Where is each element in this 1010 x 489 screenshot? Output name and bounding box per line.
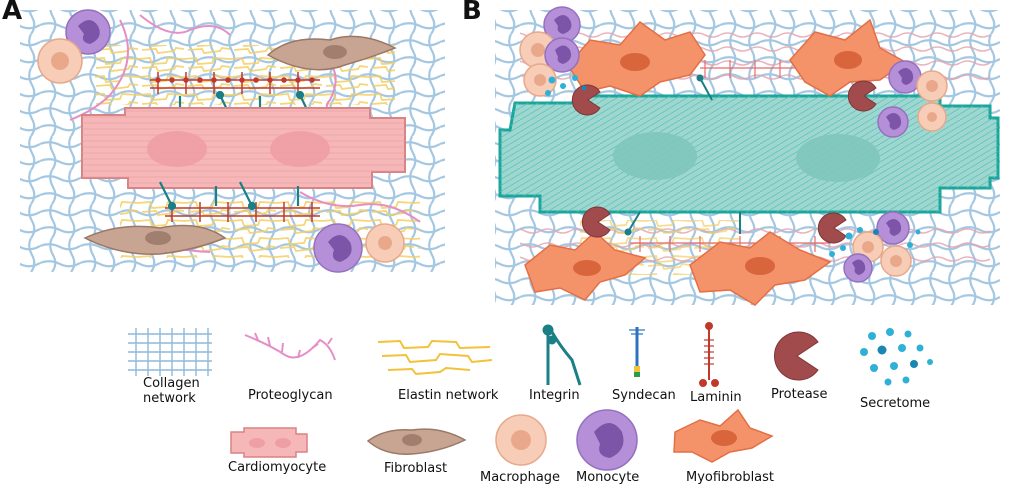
panel-b-macrophage-right-1 <box>916 70 948 102</box>
panel-b-protease-4 <box>817 212 847 244</box>
panel-a-laminin-row-top <box>150 72 320 94</box>
panel-b-secretome <box>545 75 921 257</box>
panel-b-protease-3 <box>581 206 611 238</box>
proteoglycan-icon <box>244 332 336 361</box>
secretome-icon <box>860 328 933 386</box>
legend-label-macrophage: Macrophage <box>480 470 561 485</box>
legend-label-myofibroblast: Myofibroblast <box>686 470 775 485</box>
panel-b-macrophage-left-2 <box>523 63 557 97</box>
panel-b-cardiomyocyte <box>498 94 1000 214</box>
protease-icon <box>774 331 819 381</box>
panel-b-integrins <box>624 74 741 236</box>
fibroblast-icon <box>366 428 467 455</box>
legend-icons <box>128 322 933 471</box>
monocyte-icon <box>576 409 638 471</box>
panel-b <box>495 6 1000 306</box>
legend-label-laminin: Laminin <box>690 390 742 405</box>
legend-label-elastin: Elastin network <box>398 388 499 403</box>
panel-b-protease-2 <box>847 80 877 112</box>
myofibroblast-icon <box>673 408 774 463</box>
legend-label-secretome: Secretome <box>860 396 931 411</box>
panel-b-myofibroblast-1 <box>567 20 706 97</box>
legend-label-fibroblast: Fibroblast <box>384 461 448 476</box>
panel-a-macrophage-bottom <box>365 223 405 263</box>
panel-b-macrophage-bottom-2 <box>880 245 912 277</box>
legend-label-syndecan: Syndecan <box>612 388 676 403</box>
panel-a <box>20 9 445 273</box>
panel-b-myofibroblast-3 <box>524 230 647 301</box>
integrin-icon <box>542 324 582 386</box>
legend-label-integrin: Integrin <box>529 388 580 403</box>
panel-a-monocyte-top <box>65 9 111 55</box>
panel-b-monocyte-bottom-2 <box>843 253 873 283</box>
panel-b-myofibroblast-4 <box>689 231 832 306</box>
legend-label-proteoglycan: Proteoglycan <box>248 388 333 403</box>
panel-a-integrins-bottom <box>159 181 300 211</box>
elastin-network-icon <box>377 339 493 376</box>
cardiomyocyte-icon <box>230 427 308 458</box>
syndecan-icon <box>629 327 645 377</box>
panel-a-monocyte-bottom <box>313 223 363 273</box>
collagen-network-icon <box>128 328 212 376</box>
legend-label-protease: Protease <box>771 387 828 402</box>
panel-b-monocyte-left-2 <box>544 37 580 73</box>
legend-label-cardiomyocyte: Cardiomyocyte <box>228 460 327 475</box>
panel-a-fibroblast-bottom <box>83 224 227 255</box>
laminin-icon <box>699 322 719 387</box>
legend-label-collagen: Collagen network <box>143 376 200 406</box>
panel-a-label: A <box>2 0 23 26</box>
panel-a-cardiomyocyte <box>81 107 406 189</box>
legend-label-monocyte: Monocyte <box>576 470 640 485</box>
panel-a-fibroblast-top <box>266 35 397 71</box>
panel-b-monocyte-right-2 <box>877 106 909 138</box>
macrophage-icon <box>495 414 547 466</box>
panel-b-protease-1 <box>571 84 601 116</box>
panel-a-macrophage-top <box>37 38 83 84</box>
panel-b-macrophage-right-2 <box>917 102 947 132</box>
panel-b-label: B <box>462 0 482 26</box>
panel-b-monocyte-bottom-1 <box>876 211 910 245</box>
panel-b-monocyte-right-1 <box>888 60 922 94</box>
